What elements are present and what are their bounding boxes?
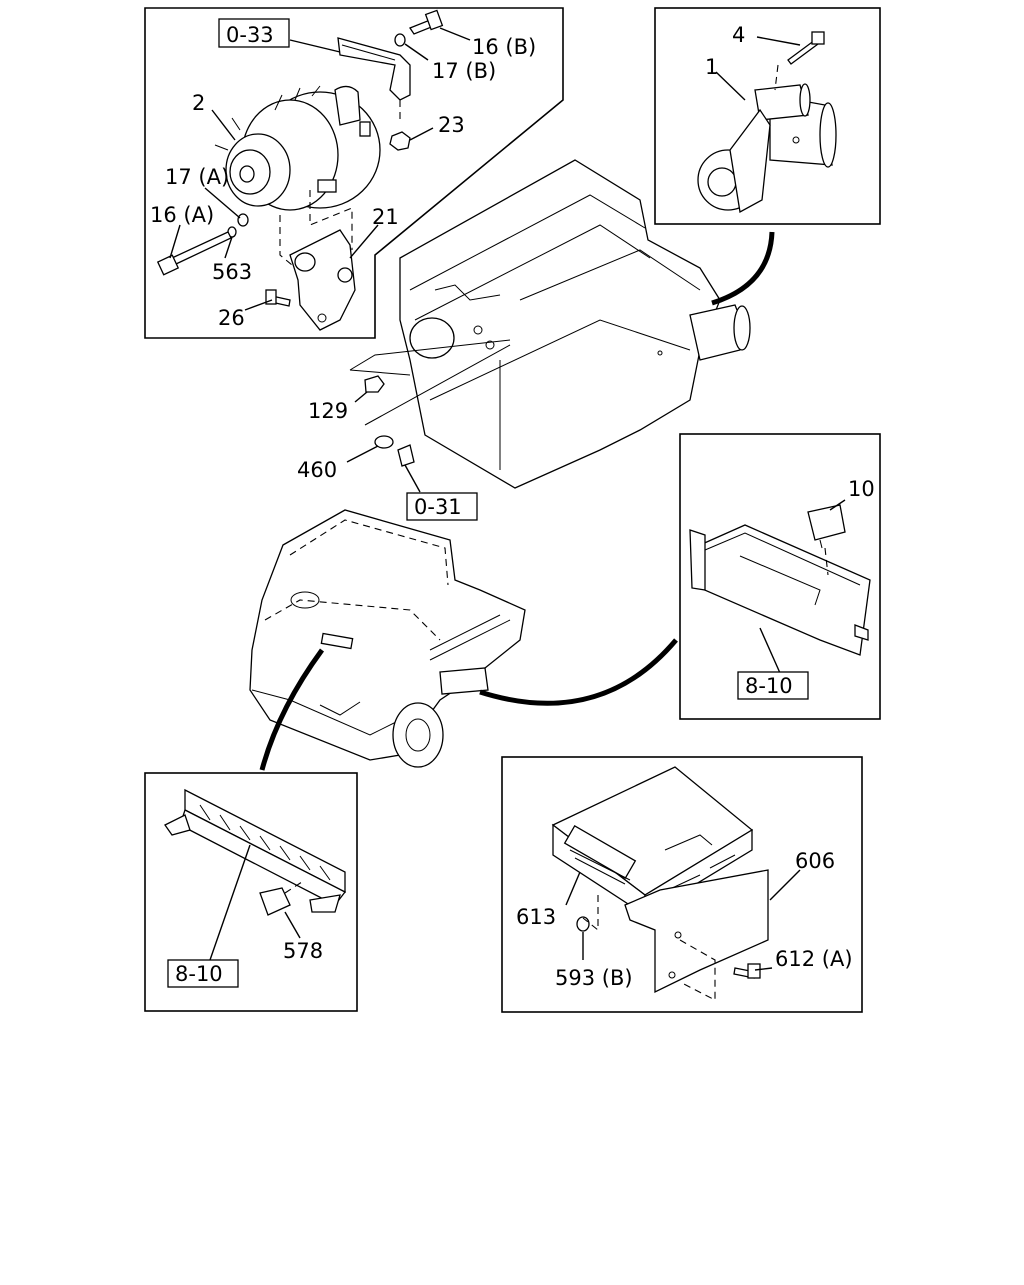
callout-23: 23 (438, 113, 465, 137)
callout-17a: 17 (A) (165, 165, 229, 189)
fuse-box-outline (144, 772, 358, 1012)
washer-17a (237, 213, 249, 227)
callout-2: 2 (192, 91, 205, 115)
washer-17b (394, 33, 406, 47)
callout-4: 4 (732, 23, 745, 47)
callout-578: 578 (283, 939, 323, 963)
callout-593b: 593 (B) (555, 966, 633, 990)
callout-460: 460 (297, 458, 337, 482)
callout-8-10-right: 8-10 (745, 674, 793, 698)
starter-box-outline (654, 7, 881, 225)
callout-0-31: 0-31 (414, 495, 462, 519)
bolt-26 (265, 289, 291, 307)
fuse-connector (259, 648, 325, 771)
callout-8-10-left: 8-10 (175, 962, 223, 986)
bolt-4 (787, 31, 825, 65)
alternator-group (144, 7, 564, 339)
ref-box-0-33 (218, 18, 290, 48)
plug-0-31 (397, 444, 415, 467)
ecu-bracket-606 (624, 869, 769, 994)
ref-box-0-31 (406, 492, 478, 521)
nut-593b (576, 916, 590, 932)
callout-26: 26 (218, 306, 245, 330)
engine-fittings (346, 339, 511, 493)
callout-10: 10 (848, 477, 875, 501)
callout-613: 613 (516, 905, 556, 929)
callout-21: 21 (372, 205, 399, 229)
starter-motor (697, 83, 837, 214)
callout-129: 129 (308, 399, 348, 423)
relay-578 (259, 887, 291, 916)
callout-606: 606 (795, 849, 835, 873)
ecu-group (501, 756, 863, 1013)
relay-group (679, 433, 881, 720)
fuse-group (144, 772, 358, 1012)
nut-23 (389, 131, 411, 151)
alternator-box-outline (144, 7, 564, 339)
relay-10 (807, 504, 846, 541)
bolt-612a (733, 963, 761, 979)
callout-16b: 16 (B) (472, 35, 536, 59)
washer-460 (374, 435, 394, 449)
callout-1: 1 (705, 55, 718, 79)
engine-block (399, 159, 751, 489)
bolt-16a (156, 231, 232, 276)
bolt-16b (409, 9, 444, 35)
starter-group (654, 7, 881, 225)
ref-box-8-10-right (737, 671, 809, 700)
alternator (214, 85, 381, 211)
callout-17b: 17 (B) (432, 59, 496, 83)
callout-612a: 612 (A) (775, 947, 853, 971)
callout-563: 563 (212, 260, 252, 284)
truck (249, 509, 526, 768)
starter-connector (711, 231, 775, 306)
ref-box-8-10-left (167, 959, 239, 988)
callout-0-33: 0-33 (226, 23, 274, 47)
ecu-box-outline (501, 756, 863, 1013)
relay-box-outline (679, 433, 881, 720)
callout-16a: 16 (A) (150, 203, 214, 227)
relay-tray (699, 524, 871, 656)
bolt-129 (364, 375, 385, 393)
fuse-holder (164, 788, 346, 913)
relay-connector (479, 638, 678, 706)
